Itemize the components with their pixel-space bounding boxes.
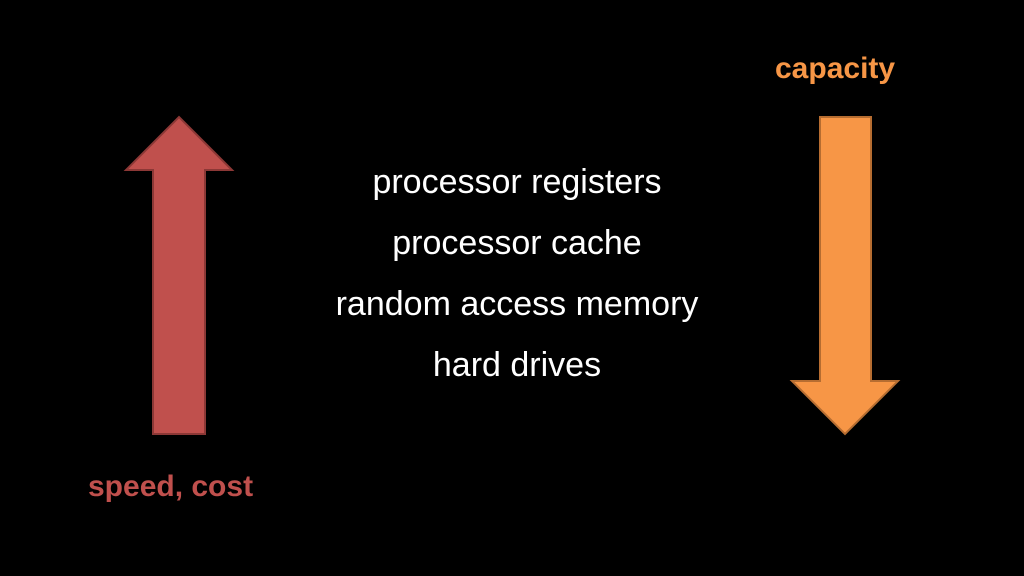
hierarchy-level-ram: random access memory bbox=[335, 285, 699, 323]
capacity-label: capacity bbox=[775, 52, 896, 85]
down-arrow-icon bbox=[789, 116, 901, 436]
hierarchy-level-hard-drives: hard drives bbox=[432, 346, 602, 384]
up-arrow-icon bbox=[123, 115, 235, 435]
memory-hierarchy-list: processor registers processor cache rand… bbox=[262, 152, 772, 396]
hierarchy-level-registers: processor registers bbox=[372, 163, 662, 201]
speed-cost-label: speed, cost bbox=[88, 470, 254, 503]
hierarchy-level-cache: processor cache bbox=[392, 224, 642, 262]
